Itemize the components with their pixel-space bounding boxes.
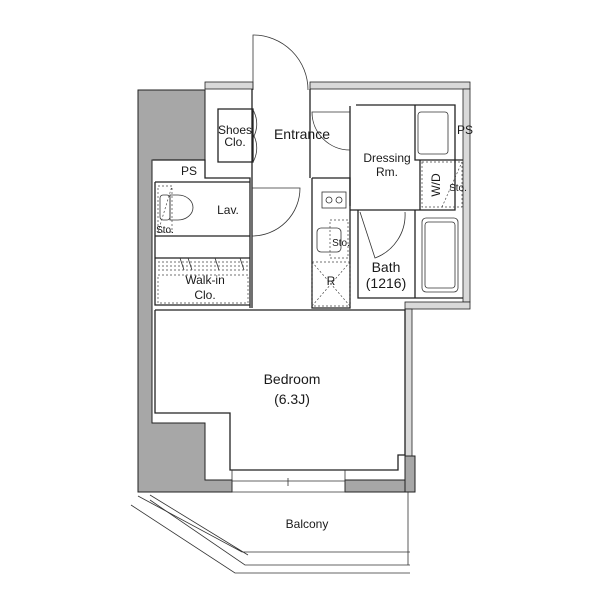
lavatory-label: Lav. xyxy=(217,203,239,217)
shoes-closet-label-2: Clo. xyxy=(224,135,245,149)
ps-left-label: PS xyxy=(181,164,197,178)
lav-storage-label: Sto. xyxy=(156,225,174,236)
shoes-closet-label-1: Shoes xyxy=(218,123,252,137)
stove-icon xyxy=(321,191,347,209)
vanity-icon xyxy=(417,111,449,155)
washer-dryer-label: W/D xyxy=(429,173,443,197)
dressing-storage-label: Sto. xyxy=(449,183,467,194)
entry-door xyxy=(252,34,309,91)
dressing-room-label-1: Dressing xyxy=(363,151,410,165)
entrance-label: Entrance xyxy=(274,126,330,142)
bath-label-1: Bath xyxy=(372,259,401,275)
walkin-closet-label-2: Clo. xyxy=(194,288,215,302)
outer-walls xyxy=(204,81,471,460)
refrigerator-space xyxy=(311,261,351,307)
walkin-closet-label-1: Walk-in xyxy=(185,273,225,287)
shoes-closet-door xyxy=(252,109,258,163)
lav-door xyxy=(251,187,301,237)
bath-label-2: (1216) xyxy=(366,275,406,291)
structural-column xyxy=(137,89,233,493)
bath-door xyxy=(359,211,406,259)
sink-icon xyxy=(316,227,342,253)
dressing-door xyxy=(311,111,351,151)
doors xyxy=(251,34,406,259)
ps-right-label: PS xyxy=(457,123,473,137)
dressing-room-label-2: Rm. xyxy=(376,165,398,179)
balcony-label: Balcony xyxy=(286,517,329,531)
wall-bottom-right xyxy=(344,479,406,493)
interior-walls xyxy=(153,89,463,493)
balcony-rail xyxy=(130,492,410,574)
kitchen-storage-label: Sto. xyxy=(332,238,350,249)
bedroom-label-2: (6.3J) xyxy=(274,391,310,407)
bedroom-label-1: Bedroom xyxy=(264,371,321,387)
refrigerator-label: R xyxy=(327,274,336,288)
fixtures xyxy=(157,111,463,307)
structural-column-right xyxy=(404,455,416,493)
toilet-icon xyxy=(169,194,194,221)
bathtub-icon xyxy=(421,217,459,293)
